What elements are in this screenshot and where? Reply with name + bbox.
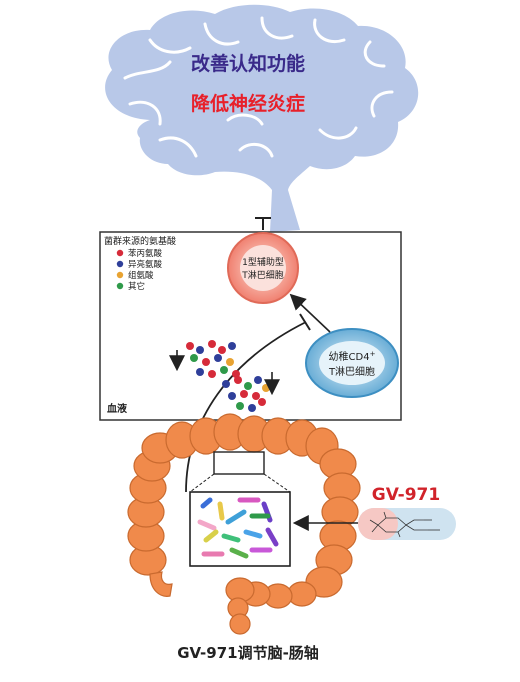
bacterium — [217, 501, 225, 521]
amino-acid-dot — [234, 376, 242, 384]
gut-magnifier — [189, 451, 291, 567]
amino-acid-dot — [214, 354, 222, 362]
th1-cell-line2: T淋巴细胞 — [241, 269, 284, 281]
legend-label: 其它 — [128, 281, 145, 292]
amino-acid-dot — [220, 366, 228, 374]
bacterium — [221, 533, 241, 543]
amino-acid-dot — [236, 402, 244, 410]
gv971-drug: GV-971 — [358, 485, 456, 540]
legend-label: 异亮氨酸 — [128, 259, 163, 270]
intestine-segment — [229, 613, 251, 635]
brain-text-line2: 降低神经炎症 — [191, 92, 305, 115]
amino-acid-dot — [258, 398, 266, 406]
inhibition-curve — [185, 321, 307, 493]
amino-acid-dot — [228, 392, 236, 400]
brain-text-line1: 改善认知功能 — [191, 52, 305, 75]
magnifier-small-box — [213, 451, 265, 475]
legend-dot — [116, 282, 124, 290]
bacterium — [265, 527, 279, 547]
legend-title: 菌群来源的氨基酸 — [104, 235, 176, 247]
inhibition-brain-marker — [255, 217, 271, 230]
bacterium — [200, 497, 213, 509]
amino-acid-dot — [186, 342, 194, 350]
brain-shape — [105, 4, 419, 233]
blood-label: 血液 — [107, 402, 127, 415]
bacterium — [203, 529, 219, 543]
amino-acid-dot — [262, 384, 270, 392]
appendix — [149, 571, 173, 597]
legend-dot — [116, 249, 124, 257]
legend-label: 苯丙氨酸 — [128, 248, 163, 259]
amino-acid-dot — [208, 370, 216, 378]
bacterium — [197, 519, 217, 531]
differentiation-arrow — [289, 293, 331, 333]
legend-dot — [116, 260, 124, 268]
naive-cell-line1: 幼稚CD4+ — [329, 350, 376, 363]
amino-acid-dot — [248, 404, 256, 412]
caption: GV-971调节脑-肠轴 — [177, 644, 319, 662]
bacteria — [197, 497, 279, 559]
amino-acid-dots — [186, 340, 270, 412]
amino-acid-dot — [228, 342, 236, 350]
bacterium — [243, 529, 263, 539]
amino-acid-dot — [218, 346, 226, 354]
th1-cell-inner — [240, 245, 286, 291]
th1-cell: 1型辅助型 T淋巴细胞 — [227, 232, 299, 304]
molecule-structure-icon — [369, 511, 440, 538]
drug-name: GV-971 — [372, 485, 440, 505]
amino-acid-dot — [226, 358, 234, 366]
amino-acid-dot — [254, 376, 262, 384]
th1-cell-line1: 1型辅助型 — [242, 256, 284, 268]
amino-acid-dot — [190, 354, 198, 362]
naive-cell-line2: T淋巴细胞 — [328, 365, 375, 378]
amino-acid-dot — [222, 380, 230, 388]
brain-folds — [123, 16, 394, 158]
bacterium — [225, 509, 247, 525]
legend-label: 组氨酸 — [128, 270, 154, 281]
amino-acid-dot — [196, 346, 204, 354]
naive-cell-inner — [319, 341, 385, 385]
naive-cd4-cell: 幼稚CD4+ T淋巴细胞 — [305, 328, 399, 398]
inhibition-curve-bar — [299, 313, 311, 331]
amino-acid-dot — [202, 358, 210, 366]
brain: 改善认知功能 降低神经炎症 — [105, 4, 419, 233]
intestine — [127, 413, 361, 635]
amino-acid-dot — [240, 390, 248, 398]
amino-acid-dot — [244, 382, 252, 390]
legend-dot — [116, 271, 124, 279]
amino-acid-dot — [208, 340, 216, 348]
bacterium — [229, 547, 249, 559]
amino-acid-dot — [252, 392, 260, 400]
amino-acid-dot — [196, 368, 204, 376]
